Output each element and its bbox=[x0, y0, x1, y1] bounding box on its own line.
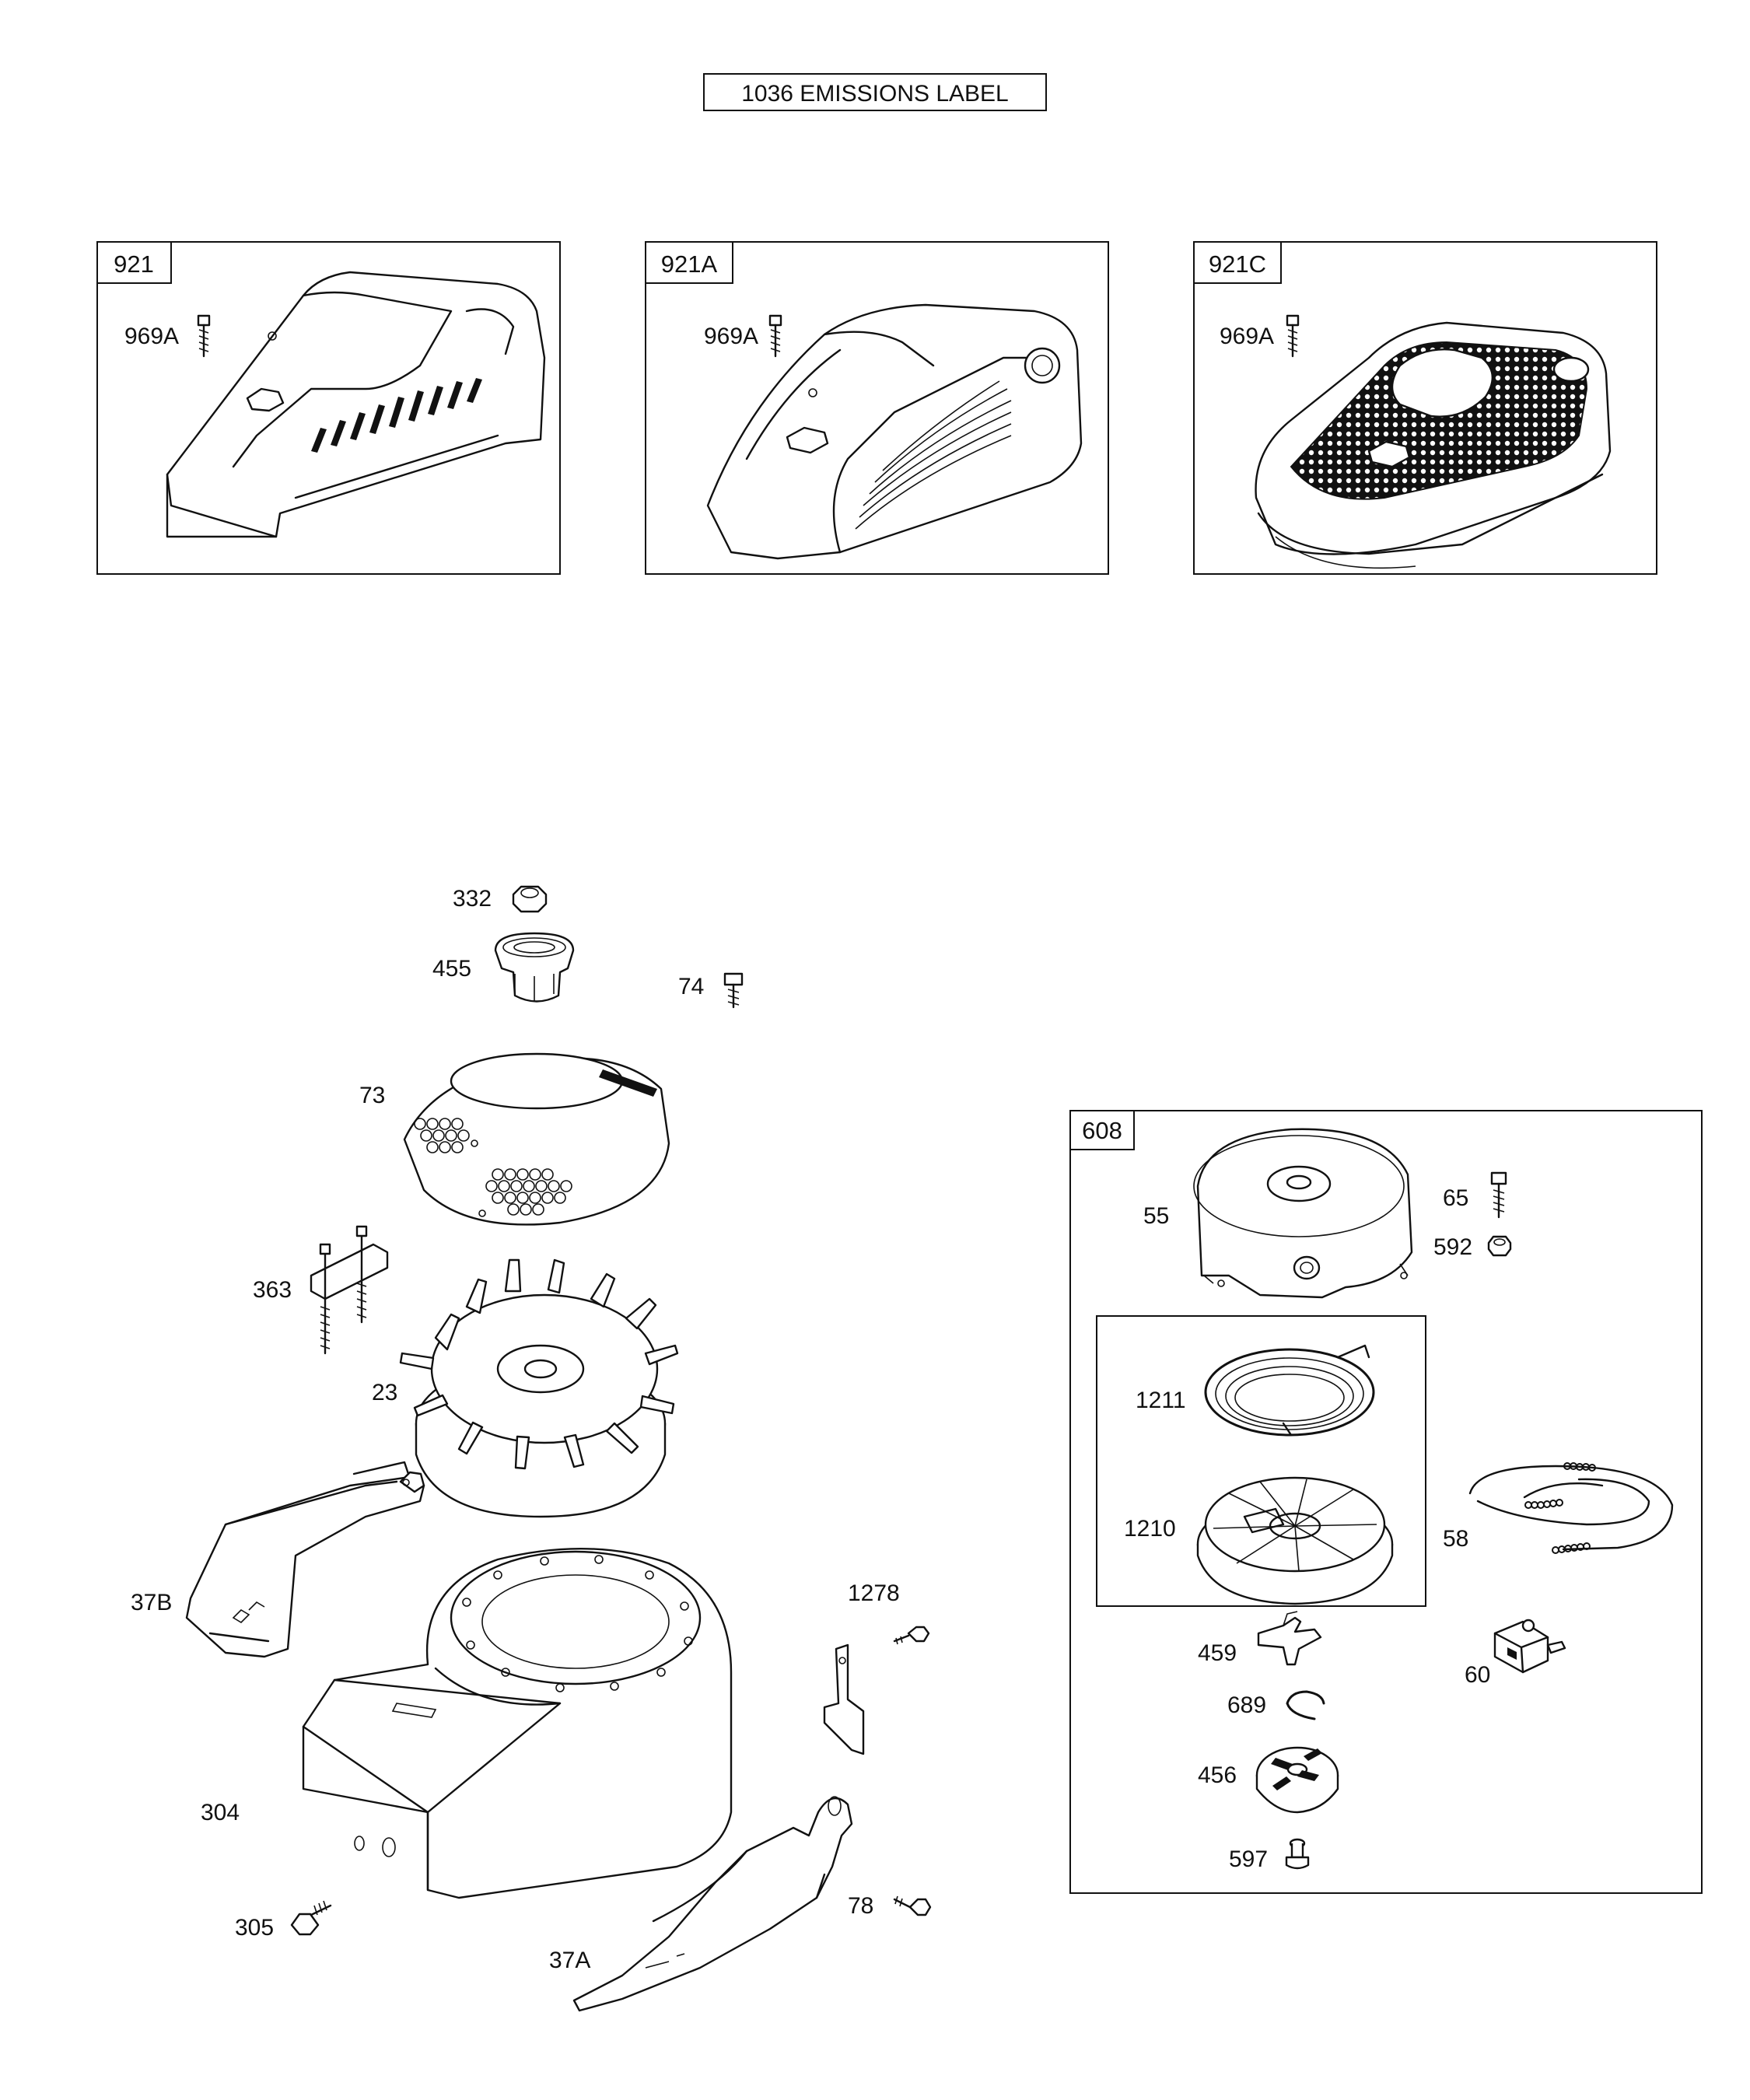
part-label-37B: 37B bbox=[131, 1590, 172, 1615]
bolt-icon bbox=[290, 1900, 332, 1936]
panel-921C: 921C 969A bbox=[1193, 241, 1657, 575]
air-guide-37A-icon bbox=[572, 1796, 853, 2012]
nut-icon bbox=[512, 885, 548, 913]
part-37A: 37A bbox=[549, 1796, 853, 2012]
bolt-icon bbox=[197, 314, 211, 358]
part-label-73: 73 bbox=[359, 1083, 385, 1108]
ratchet-icon bbox=[1255, 1746, 1339, 1814]
part-65: 65 bbox=[1443, 1171, 1507, 1219]
part-363: 363 bbox=[253, 1225, 389, 1355]
part-60: 60 bbox=[1465, 1619, 1566, 1688]
part-23: 23 bbox=[372, 1258, 679, 1518]
part-label-60: 60 bbox=[1465, 1662, 1490, 1688]
emissions-label-text: 1036 EMISSIONS LABEL bbox=[741, 81, 1009, 107]
part-label-1278: 1278 bbox=[848, 1580, 900, 1606]
part-305: 305 bbox=[235, 1900, 332, 1941]
part-label-456: 456 bbox=[1198, 1762, 1237, 1788]
part-78: 78 bbox=[848, 1893, 932, 1919]
panel-921C-part-label: 969A bbox=[1220, 324, 1274, 349]
grass-screen-icon bbox=[403, 1052, 670, 1226]
blower-cover-921C-icon bbox=[1255, 321, 1612, 569]
retainer-ring-icon bbox=[1286, 1690, 1325, 1720]
bolt-icon bbox=[1286, 314, 1300, 358]
part-456: 456 bbox=[1198, 1746, 1339, 1814]
part-label-58: 58 bbox=[1443, 1526, 1468, 1552]
part-689: 689 bbox=[1227, 1690, 1325, 1720]
bracket-studs-icon bbox=[310, 1225, 389, 1355]
air-guide-37B-icon bbox=[185, 1461, 425, 1658]
bolt-icon bbox=[723, 972, 744, 1009]
starter-handle-icon bbox=[1493, 1619, 1566, 1674]
part-74: 74 bbox=[678, 972, 744, 1009]
inner-box bbox=[1096, 1315, 1426, 1607]
bolt-icon bbox=[768, 314, 782, 358]
part-459: 459 bbox=[1198, 1611, 1322, 1666]
tab-plate-icon bbox=[823, 1643, 865, 1755]
panel-921C-title: 921C bbox=[1209, 250, 1266, 278]
part-label-74: 74 bbox=[678, 974, 704, 999]
part-label-37A: 37A bbox=[549, 1948, 590, 1973]
panel-921A-title: 921A bbox=[661, 250, 718, 278]
part-label-78: 78 bbox=[848, 1893, 873, 1919]
part-label-1210: 1210 bbox=[1124, 1516, 1176, 1542]
panel-921: 921 969A bbox=[96, 241, 561, 575]
screw-icon bbox=[893, 1626, 930, 1645]
rewind-box-608: 608 55 65 bbox=[1069, 1110, 1703, 1894]
part-455: 455 bbox=[432, 932, 575, 1003]
pawl-icon bbox=[1257, 1611, 1322, 1666]
part-label-1211: 1211 bbox=[1136, 1388, 1186, 1413]
part-label-592: 592 bbox=[1433, 1234, 1472, 1260]
part-label-455: 455 bbox=[432, 956, 471, 982]
blower-cover-921A-icon bbox=[706, 303, 1083, 560]
nut-icon bbox=[1487, 1235, 1512, 1257]
part-37B: 37B bbox=[131, 1461, 425, 1658]
blower-cover-921-icon bbox=[166, 271, 546, 538]
panel-921-title: 921 bbox=[114, 250, 154, 278]
panel-921-part-label: 969A bbox=[124, 324, 179, 349]
part-1211: 1211 bbox=[1136, 1344, 1375, 1437]
part-597: 597 bbox=[1229, 1838, 1310, 1872]
part-label-332: 332 bbox=[453, 886, 492, 912]
part-label-23: 23 bbox=[372, 1380, 397, 1405]
part-304: 304 bbox=[201, 1547, 733, 1899]
rewind-spring-icon bbox=[1204, 1344, 1375, 1437]
part-label-65: 65 bbox=[1443, 1185, 1468, 1211]
starter-housing-icon bbox=[1193, 1128, 1413, 1299]
part-1210: 1210 bbox=[1124, 1476, 1394, 1605]
screw-icon bbox=[1285, 1838, 1310, 1870]
part-592: 592 bbox=[1433, 1234, 1512, 1260]
part-label-363: 363 bbox=[253, 1277, 292, 1303]
part-label-55: 55 bbox=[1143, 1203, 1169, 1229]
part-58: 58 bbox=[1443, 1462, 1674, 1554]
part-label-597: 597 bbox=[1229, 1846, 1268, 1872]
blower-housing-icon bbox=[302, 1547, 733, 1899]
part-label-304: 304 bbox=[201, 1800, 240, 1825]
part-label-689: 689 bbox=[1227, 1692, 1266, 1718]
panel-921A: 921A 969A bbox=[645, 241, 1109, 575]
part-332: 332 bbox=[453, 885, 548, 913]
rewind-box-title: 608 bbox=[1082, 1117, 1122, 1144]
starter-cup-icon bbox=[494, 932, 575, 1003]
bolt-icon bbox=[1490, 1171, 1507, 1219]
part-55: 55 bbox=[1143, 1128, 1413, 1299]
part-label-459: 459 bbox=[1198, 1640, 1237, 1666]
emissions-label-box: 1036 EMISSIONS LABEL bbox=[703, 73, 1047, 111]
flywheel-icon bbox=[399, 1258, 679, 1518]
part-label-305: 305 bbox=[235, 1915, 274, 1941]
part-73: 73 bbox=[359, 1052, 670, 1226]
pulley-icon bbox=[1196, 1476, 1394, 1605]
part-1278: 1278 bbox=[823, 1580, 930, 1755]
panel-921A-part-label: 969A bbox=[704, 324, 758, 349]
starter-rope-icon bbox=[1468, 1462, 1674, 1554]
screw-icon bbox=[893, 1895, 932, 1916]
